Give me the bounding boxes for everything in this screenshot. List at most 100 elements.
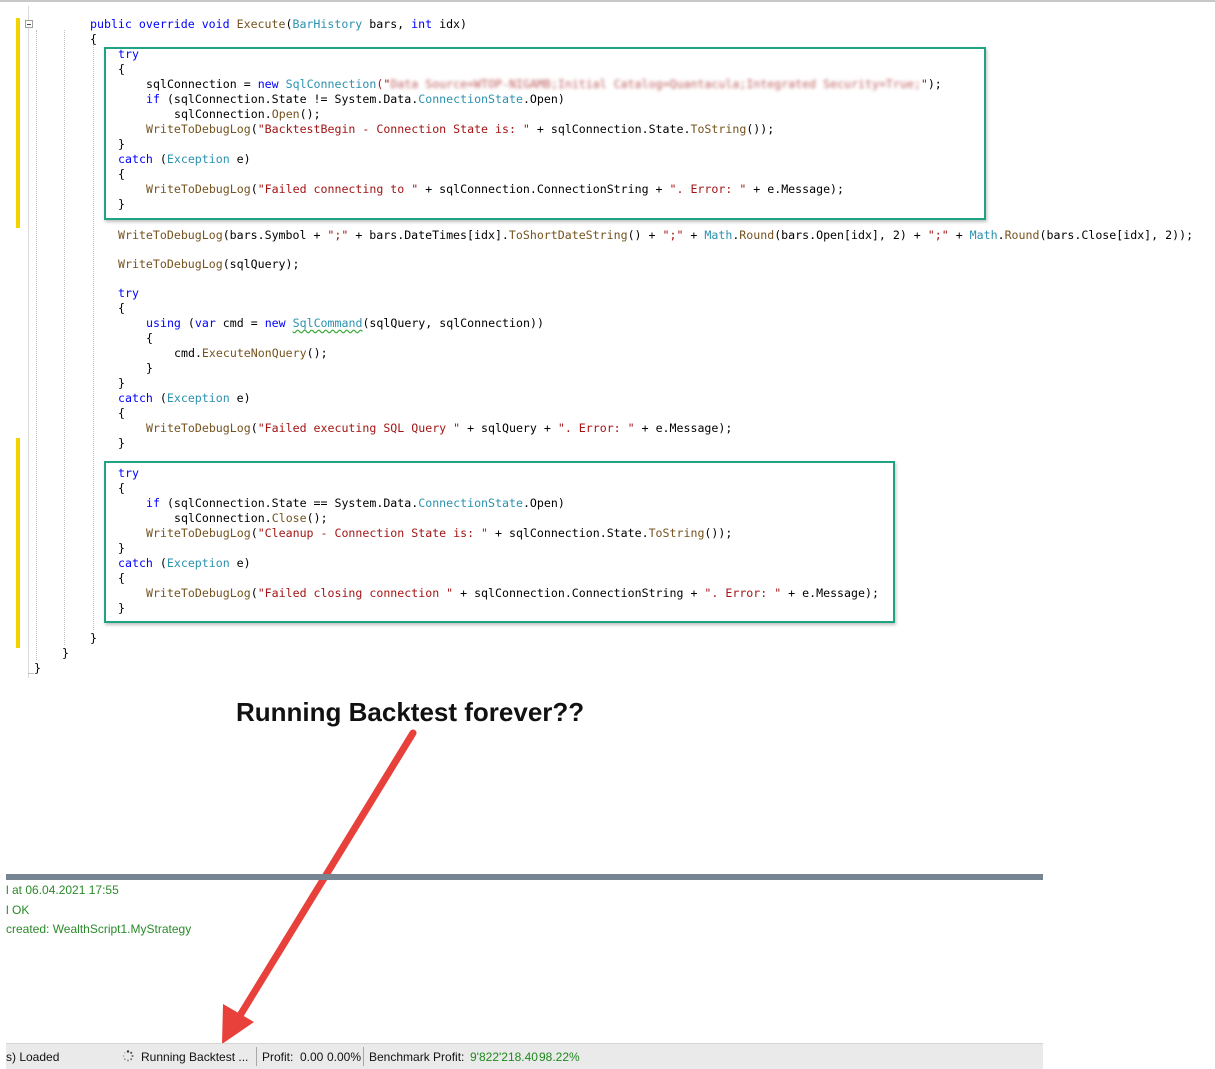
code-line: WriteToDebugLog("Failed connecting to " … [146, 182, 844, 197]
code-token: + sqlConnection.ConnectionString + [453, 586, 705, 600]
code-line: { [118, 481, 125, 496]
code-line: sqlConnection.Close(); [174, 511, 328, 526]
code-token: catch [118, 391, 153, 405]
code-line: { [118, 571, 125, 586]
code-token: cmd. [174, 346, 202, 360]
code-token: int [411, 17, 433, 31]
code-line: } [90, 631, 97, 646]
code-token: (bars.Close[idx], 2)); [1039, 228, 1194, 242]
code-token: ToShortDateString [508, 228, 628, 242]
code-token: Exception [166, 556, 230, 570]
code-line: catch (Exception e) [118, 391, 251, 406]
collapse-toggle-icon[interactable] [25, 20, 33, 28]
code-line: } [34, 661, 41, 676]
code-token: + sqlConnection.ConnectionString + [418, 182, 670, 196]
code-line: WriteToDebugLog("Failed executing SQL Qu… [146, 421, 732, 436]
code-token: cmd = [215, 316, 265, 330]
code-token: try [118, 47, 139, 61]
code-token: { [118, 406, 125, 420]
code-token: ()); [704, 526, 733, 540]
code-token: ( [250, 122, 258, 136]
code-token: + sqlConnection.State. [529, 122, 691, 136]
code-token: e) [229, 152, 251, 166]
code-token: ( [152, 152, 167, 166]
code-line: catch (Exception e) [118, 556, 251, 571]
code-token: WriteToDebugLog [146, 421, 251, 435]
code-token: ";" [927, 228, 949, 242]
code-token: WriteToDebugLog [146, 122, 251, 136]
spinner-icon [122, 1050, 134, 1062]
code-token: catch [118, 556, 153, 570]
code-token: Open [271, 107, 300, 121]
code-token: } [90, 631, 97, 645]
code-token: sqlConnection = [146, 77, 258, 91]
code-token: { [118, 571, 125, 585]
code-token: ( [250, 586, 258, 600]
code-line: if (sqlConnection.State != System.Data.C… [146, 92, 565, 107]
code-line: try [118, 286, 139, 301]
profit-pct: 0.00% [327, 1050, 362, 1064]
code-token: } [118, 137, 125, 151]
code-line: { [118, 406, 125, 421]
code-line: WriteToDebugLog(sqlQuery); [118, 257, 299, 272]
code-line: if (sqlConnection.State == System.Data.C… [146, 496, 565, 511]
code-token: . [997, 228, 1005, 242]
code-token: catch [118, 152, 153, 166]
code-token: WriteToDebugLog [118, 228, 223, 242]
code-line: { [118, 62, 125, 77]
code-line: WriteToDebugLog("Cleanup - Connection St… [146, 526, 732, 541]
code-token: Exception [166, 391, 230, 405]
highlight-box-cleanup [104, 461, 895, 623]
code-token: } [118, 541, 125, 555]
code-line: } [146, 361, 153, 376]
code-token: { [146, 331, 153, 345]
code-token: (bars.Open[idx], 2) + [774, 228, 928, 242]
code-token: ToString [690, 122, 747, 136]
code-token: (); [299, 107, 321, 121]
code-line: } [118, 601, 125, 616]
code-token: + e.Message); [781, 586, 879, 600]
code-token: (); [306, 346, 328, 360]
code-line: public override void Execute(BarHistory … [90, 17, 467, 32]
code-token: ";" [327, 228, 349, 242]
code-line: WriteToDebugLog("BacktestBegin - Connect… [146, 122, 774, 137]
code-line: sqlConnection = new SqlConnection("Data … [146, 77, 942, 92]
code-token: try [118, 466, 139, 480]
code-line: WriteToDebugLog(bars.Symbol + ";" + bars… [118, 228, 1193, 243]
code-token: . [732, 228, 740, 242]
status-separator [363, 1047, 364, 1066]
code-token: SqlConnection [285, 77, 377, 91]
benchmark-pct: 98.22% [539, 1050, 580, 1064]
code-line: sqlConnection.Open(); [174, 107, 321, 122]
code-token: ToString [648, 526, 705, 540]
code-token: + e.Message); [634, 421, 733, 435]
code-line: { [146, 331, 153, 346]
code-token: } [118, 436, 125, 450]
log-line: created: WealthScript1.MyStrategy [6, 922, 192, 936]
code-token: ". Error: " [557, 421, 635, 435]
code-line: { [118, 301, 125, 316]
annotation-text: Running Backtest forever?? [236, 697, 585, 727]
code-token: WriteToDebugLog [118, 257, 223, 271]
code-token: } [118, 376, 125, 390]
code-token: { [90, 32, 97, 46]
code-token: { [118, 301, 125, 315]
code-token: (bars.Symbol + [222, 228, 328, 242]
profit-label: Profit: [262, 1050, 294, 1064]
code-token: " [920, 77, 928, 91]
panel-splitter[interactable] [6, 874, 1043, 880]
code-line: using (var cmd = new SqlCommand(sqlQuery… [146, 316, 544, 331]
code-token: ";" [662, 228, 684, 242]
code-editor[interactable]: public override void Execute(BarHistory … [0, 0, 1215, 690]
code-token: Exception [166, 152, 230, 166]
log-line: l at 06.04.2021 17:55 [6, 883, 119, 897]
code-token: sqlConnection. [174, 511, 272, 525]
change-marker [16, 18, 20, 228]
code-token: ConnectionState [418, 92, 523, 106]
code-token: ( [250, 421, 258, 435]
code-line: try [118, 47, 139, 62]
code-token: Math [969, 228, 998, 242]
code-token: } [146, 361, 153, 375]
code-token: + sqlConnection.State. [488, 526, 649, 540]
